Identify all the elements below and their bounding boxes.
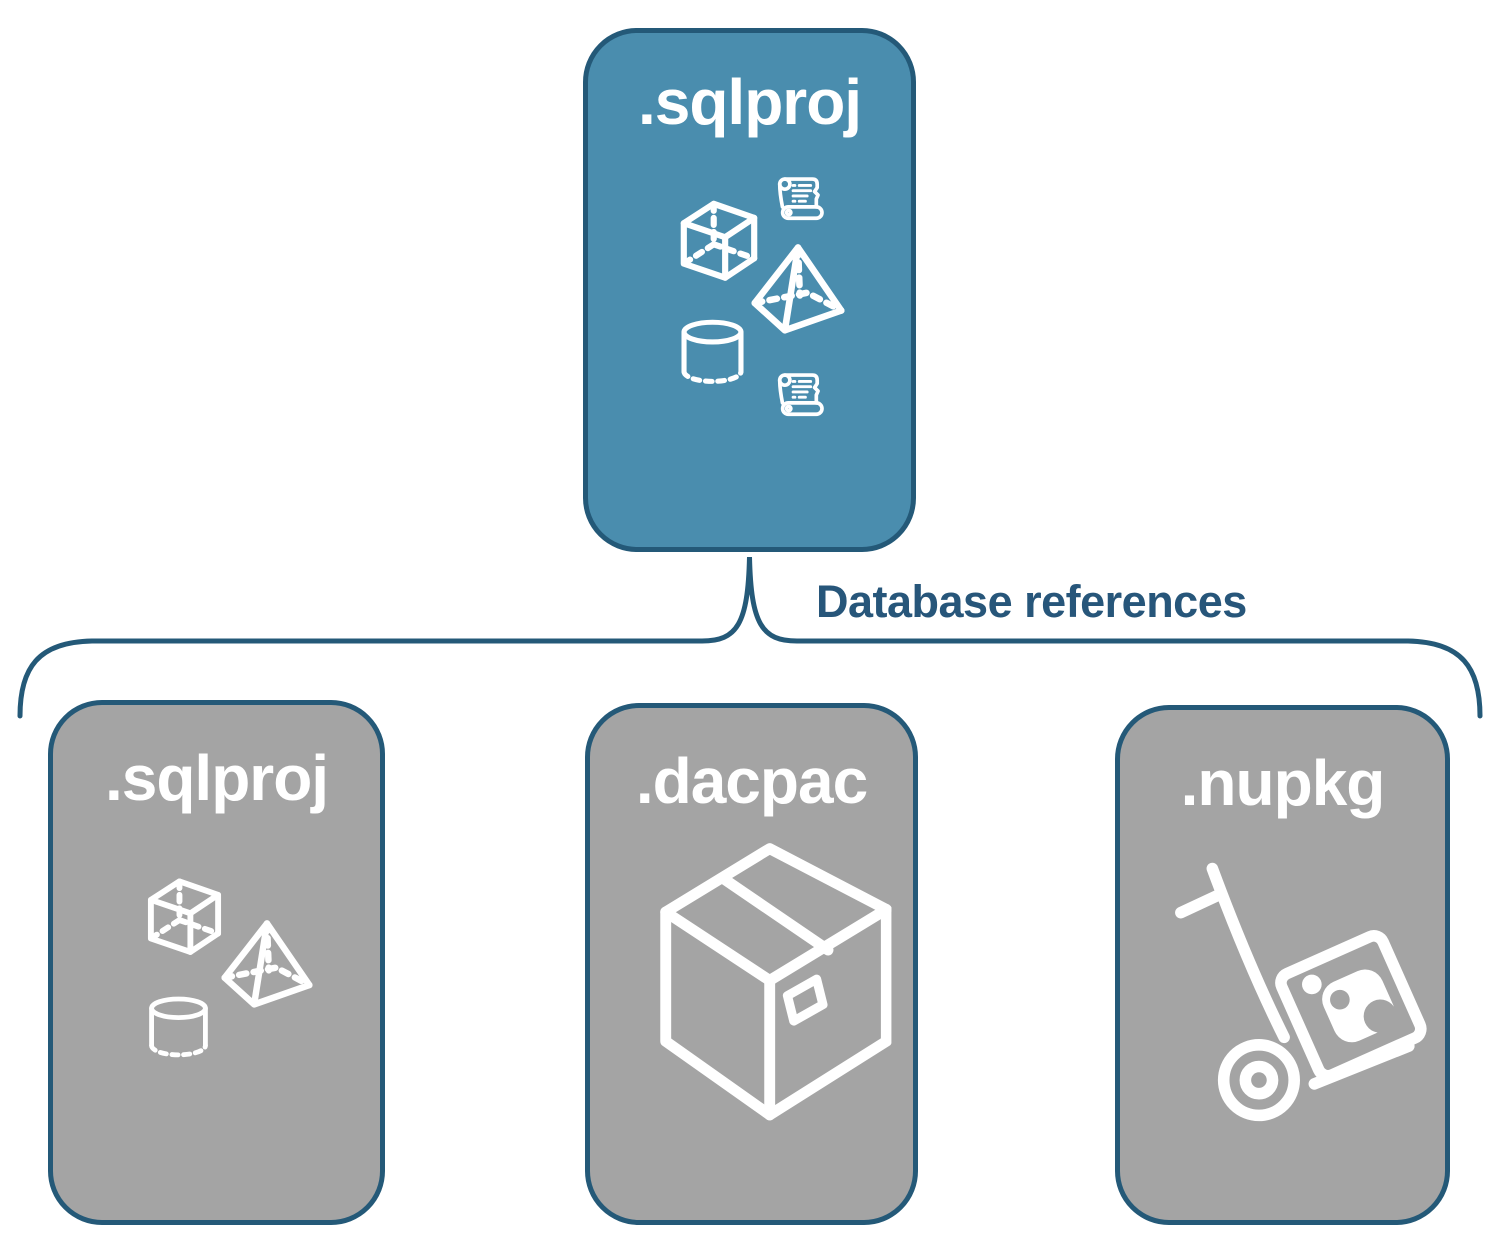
node-sqlproj-root: .sqlproj: [583, 28, 916, 552]
node-label: .nupkg: [1180, 747, 1386, 819]
scroll-icon: [773, 367, 829, 423]
package-box-icon: [642, 841, 905, 1125]
cylinder-icon: [144, 988, 213, 1070]
node-label: .sqlproj: [637, 66, 862, 138]
hand-truck-package-icon: [1173, 861, 1428, 1133]
node-sqlproj-child: .sqlproj: [48, 700, 385, 1225]
node-label: .dacpac: [635, 745, 868, 817]
cylinder-icon: [676, 313, 749, 395]
connector-label: Database references: [816, 576, 1247, 627]
node-label: .sqlproj: [104, 742, 329, 814]
scroll-icon: [773, 171, 829, 227]
node-nupkg: .nupkg: [1115, 705, 1450, 1225]
pyramid-icon: [218, 917, 316, 1009]
node-dacpac: .dacpac: [585, 703, 918, 1225]
pyramid-icon: [748, 241, 848, 335]
cube-icon: [142, 873, 227, 957]
